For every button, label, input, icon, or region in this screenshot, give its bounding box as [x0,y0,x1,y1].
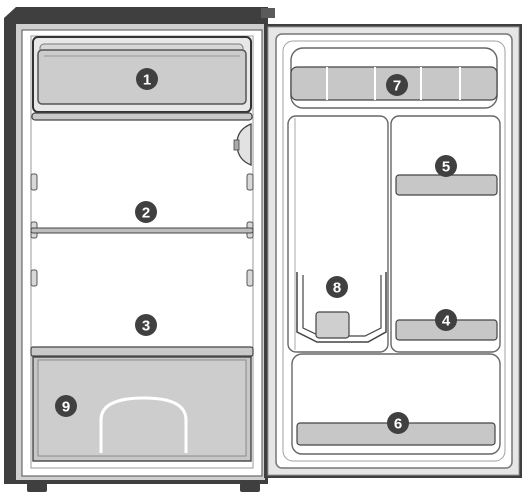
shelf-supports [30,173,254,287]
drip-tray [31,112,253,121]
right-foot [240,483,260,492]
callout-8-label: 8 [333,280,341,297]
top-hinge [261,8,275,18]
lower-shelf [30,346,254,357]
thermostat-knob [233,123,252,166]
door-right-column [390,115,501,353]
callout-6: 6 [387,412,409,434]
callout-6-label: 6 [394,416,402,433]
callout-5: 5 [435,155,457,177]
callout-2-label: 2 [142,205,150,222]
callout-5-label: 5 [442,159,450,176]
callout-1: 1 [136,68,158,90]
callout-9: 9 [55,395,77,417]
callout-9-label: 9 [62,399,70,416]
callout-3: 3 [135,314,157,336]
bottle-holder [296,272,387,343]
callout-7-label: 7 [393,78,401,95]
door-rack-upper-right [395,174,498,196]
door-bottom-frame [291,353,501,455]
callout-7: 7 [386,74,408,96]
callout-3-label: 3 [142,318,150,335]
callout-2: 2 [135,201,157,223]
upper-shelf [30,227,254,234]
callout-8: 8 [326,276,348,298]
left-foot [27,483,47,492]
door-left-column [287,115,389,353]
callout-4: 4 [435,309,457,331]
callout-1-label: 1 [143,72,151,89]
callout-4-label: 4 [442,313,451,330]
